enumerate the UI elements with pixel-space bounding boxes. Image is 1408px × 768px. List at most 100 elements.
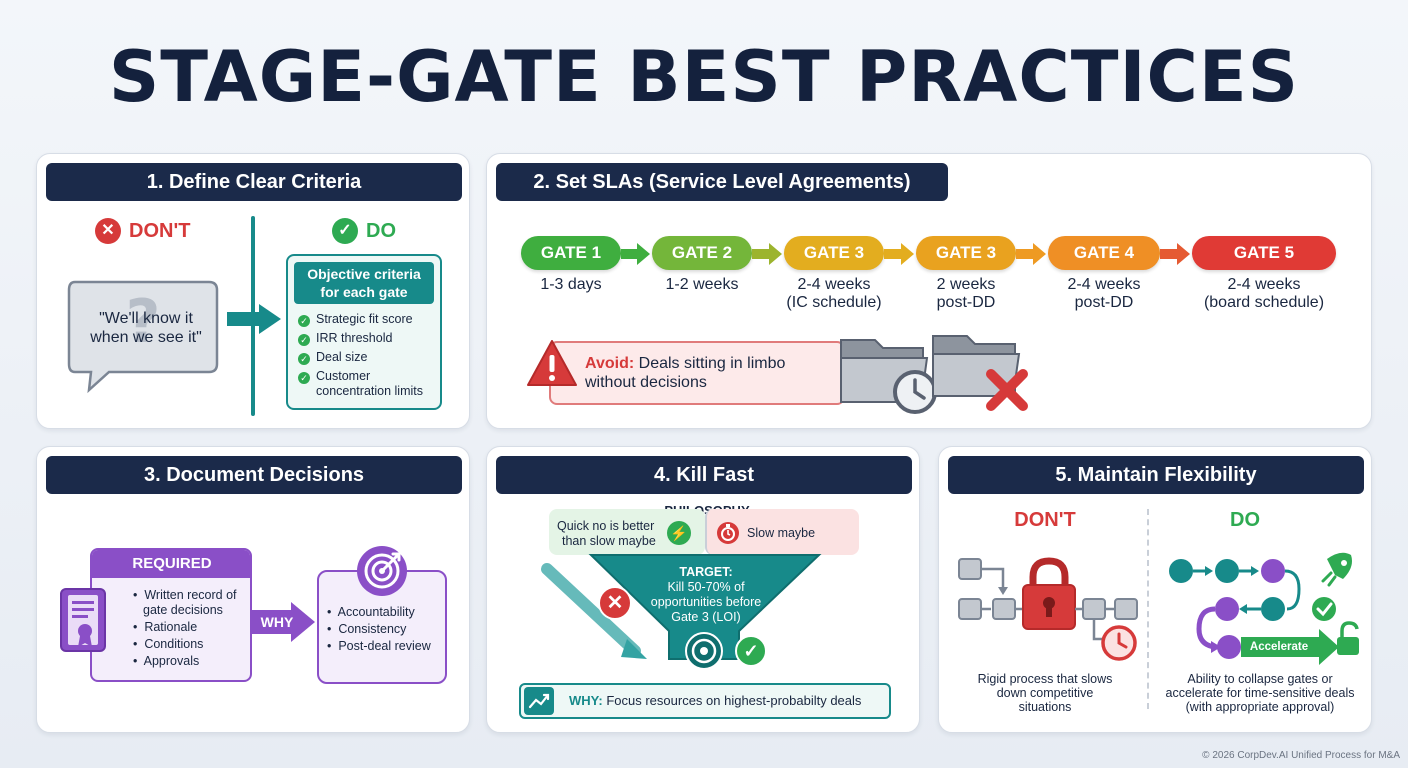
growth-chart-icon — [524, 687, 554, 715]
dont-label: DON'T — [129, 220, 191, 242]
page-title: STAGE-GATE BEST PRACTICES — [108, 36, 1300, 118]
target-icon — [357, 546, 407, 596]
x-circle-icon: ✕ — [95, 218, 121, 244]
panel-kill-fast: 4. Kill Fast PHILOSOPHY Quick no is bett… — [486, 446, 920, 733]
accelerate-label: Accelerate — [1249, 641, 1309, 653]
required-box: REQUIRED — [90, 548, 252, 682]
target-text: opportunities before — [650, 595, 762, 609]
check-icon: ✓ — [298, 372, 310, 384]
why-arrow-icon — [251, 602, 315, 642]
panel-set-slas: 2. Set SLAs (Service Level Agreements) G… — [486, 153, 1372, 429]
divider — [1147, 509, 1149, 709]
good-text: Quick no is better — [557, 519, 655, 533]
speech-bubble-icon: ? — [67, 280, 219, 394]
check-icon: ✓ — [298, 353, 310, 365]
gate-3b-sla-note: post-DD — [936, 294, 996, 311]
do-label: DO — [1230, 509, 1260, 531]
gate-1-sla: 1-3 days — [540, 276, 602, 293]
quote-text: "We'll know it — [99, 310, 193, 327]
list-item: • Accountability — [327, 605, 415, 619]
panel-title: 5. Maintain Flexibility — [948, 456, 1364, 494]
gate-1-pill: GATE 1 — [521, 236, 621, 270]
arrow-right-icon — [227, 304, 281, 334]
gate-3-sla: 2-4 weeks — [797, 276, 871, 293]
flexible-process-icon — [1169, 552, 1359, 665]
panel-document-decisions: 3. Document Decisions REQUIRED • Written… — [36, 446, 470, 733]
bad-text: Slow maybe — [747, 526, 816, 540]
check-circle-icon: ✓ — [735, 635, 767, 667]
panel-title: 1. Define Clear Criteria — [46, 163, 462, 201]
list-item: • Rationale — [133, 620, 198, 634]
folder-clock-icon — [840, 339, 937, 414]
list-item: concentration limits — [316, 384, 423, 398]
dont-description: situations — [1018, 700, 1072, 714]
target-icon — [685, 632, 723, 670]
panel-title: 4. Kill Fast — [496, 456, 912, 494]
check-icon: ✓ — [298, 315, 310, 327]
gate-2-pill: GATE 2 — [652, 236, 752, 270]
check-circle-icon: ✓ — [332, 218, 358, 244]
list-item: • Post-deal review — [327, 639, 431, 653]
document-certificate-icon — [60, 588, 106, 652]
list-item: ✓IRR threshold — [298, 331, 392, 346]
gate-3b-pill: GATE 3 — [916, 236, 1016, 270]
gate-4-sla: 2-4 weeks — [1067, 276, 1141, 293]
panel-maintain-flexibility: 5. Maintain Flexibility DON'T DO Rigid p… — [938, 446, 1372, 733]
gate-4-pill: GATE 4 — [1048, 236, 1160, 270]
gate-2-sla: 1-2 weeks — [665, 276, 739, 293]
panel-define-criteria: 1. Define Clear Criteria ✕ DON'T ✓ DO ? … — [36, 153, 470, 429]
criteria-title: for each gate — [320, 284, 408, 300]
panel-title: 3. Document Decisions — [46, 456, 462, 494]
do-description: accelerate for time-sensitive deals — [1165, 686, 1355, 700]
target-text: Kill 50-70% of — [667, 580, 745, 594]
lightning-icon: ⚡ — [667, 521, 691, 545]
stopwatch-icon — [717, 522, 739, 544]
panel-title: 2. Set SLAs (Service Level Agreements) — [496, 163, 948, 201]
avoid-label: Avoid: — [585, 355, 635, 372]
why-text: WHY: Focus resources on highest-probabil… — [569, 693, 862, 708]
list-item: ✓Customer — [298, 369, 370, 384]
warning-icon — [527, 340, 577, 386]
kill-x-icon: ✕ — [598, 586, 632, 620]
do-label: DO — [366, 220, 396, 242]
avoid-callout — [549, 341, 845, 405]
list-item: • Conditions — [133, 637, 204, 651]
list-item: • Written record of — [133, 588, 237, 602]
gate-arrows — [621, 243, 1190, 265]
target-text: Gate 3 (LOI) — [671, 610, 741, 624]
why-label: WHY: — [569, 693, 603, 708]
dont-description: Rigid process that slows — [977, 672, 1113, 686]
dont-description: down competitive — [996, 686, 1094, 700]
good-text: than slow maybe — [562, 534, 656, 548]
gate-3-pill: GATE 3 — [784, 236, 884, 270]
list-item: ✓Deal size — [298, 350, 367, 365]
svg-text:?: ? — [126, 287, 161, 357]
footer-copyright: © 2026 CorpDev.AI Unified Process for M&… — [1202, 750, 1400, 761]
gate-5-pill: GATE 5 — [1192, 236, 1336, 270]
gate-3b-sla: 2 weeks — [936, 276, 996, 293]
rigid-process-icon — [958, 557, 1138, 661]
list-item: • Approvals — [133, 654, 200, 668]
dont-label: DON'T — [1014, 509, 1076, 531]
list-item: ✓Strategic fit score — [298, 312, 413, 327]
avoid-text: without decisions — [585, 374, 707, 391]
check-icon: ✓ — [298, 334, 310, 346]
criteria-header — [294, 262, 434, 304]
why-label: WHY — [260, 614, 294, 630]
why-banner — [519, 683, 891, 719]
folder-x-icon — [932, 335, 1028, 411]
gate-4-sla-note: post-DD — [1074, 294, 1134, 311]
gate-5-sla-note: (board schedule) — [1203, 294, 1325, 311]
criteria-title: Objective criteria — [307, 266, 421, 282]
criteria-box: Objective criteria for each gate ✓Strate… — [286, 254, 442, 410]
list-item: • Consistency — [327, 622, 407, 636]
do-description: (with appropriate approval) — [1185, 700, 1335, 714]
required-label: REQUIRED — [132, 555, 212, 572]
do-description: Ability to collapse gates or — [1187, 672, 1333, 686]
avoid-text: Avoid: Deals sitting in limbo — [585, 355, 786, 372]
gate-5-sla: 2-4 weeks — [1227, 276, 1301, 293]
target-text: TARGET: — [679, 565, 733, 579]
quote-text: when we see it" — [90, 329, 202, 346]
gate-3-sla-note: (IC schedule) — [786, 294, 882, 311]
required-header — [92, 550, 250, 578]
